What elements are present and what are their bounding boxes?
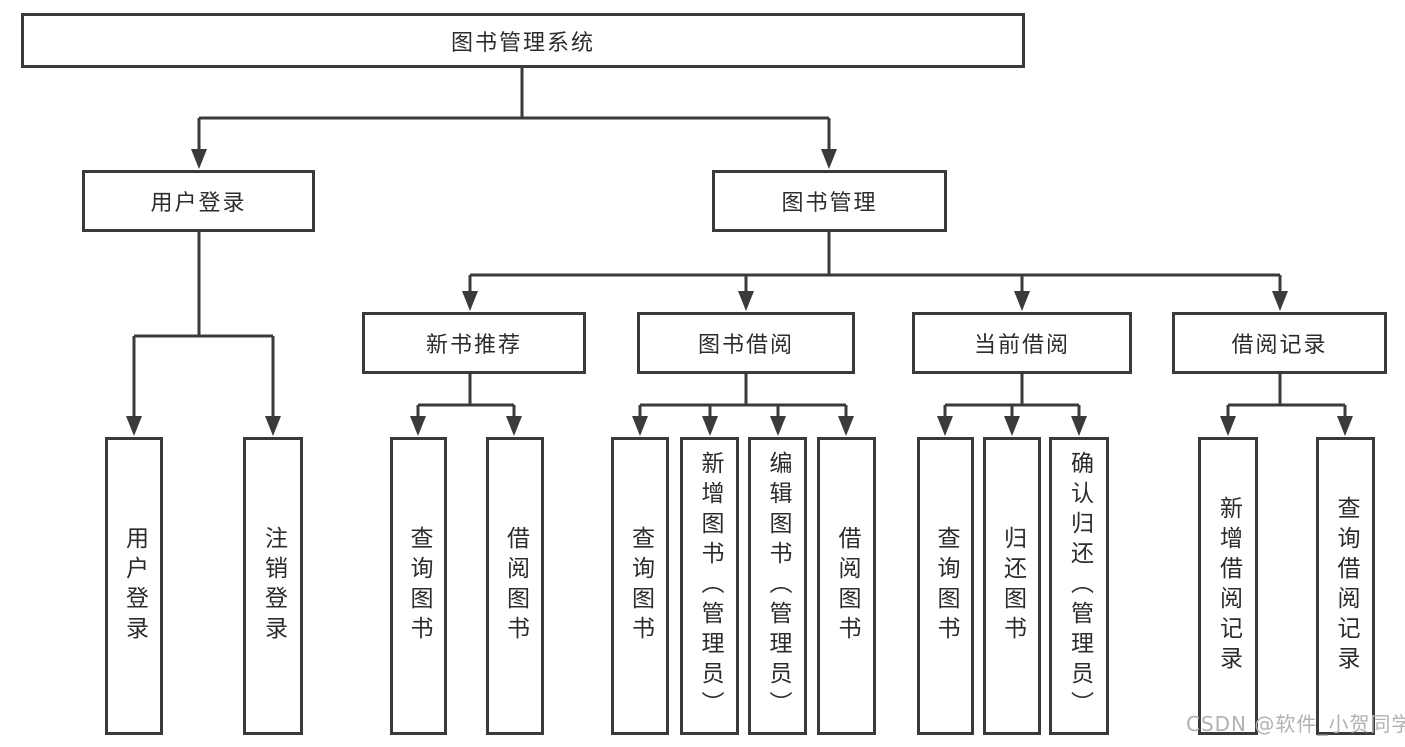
leaf-borrow-books-recommend-label: 借阅图书 [502, 526, 529, 646]
leaf-return-book: 归还图书 [983, 437, 1041, 735]
leaf-query-books-borrowing: 查询图书 [611, 437, 669, 735]
leaf-query-borrow-record-label: 查询借阅记录 [1333, 496, 1359, 676]
node-new-book-recommend: 新书推荐 [362, 312, 586, 374]
leaf-return-book-label: 归还图书 [999, 526, 1026, 646]
node-book-management: 图书管理 [712, 170, 947, 232]
leaf-add-borrow-record: 新增借阅记录 [1198, 437, 1258, 735]
tree-edge-lines [132, 68, 1347, 418]
leaf-edit-book-admin-label: 编辑图书（管理员） [765, 451, 791, 721]
leaf-user-login: 用户登录 [105, 437, 163, 735]
csdn-watermark: CSDN @软件_小贺同学 [1186, 712, 1405, 736]
node-current-borrowing: 当前借阅 [912, 312, 1132, 374]
node-book-borrowing-label: 图书借阅 [697, 333, 794, 358]
leaf-user-login-label: 用户登录 [121, 526, 148, 646]
leaf-query-books-current: 查询图书 [917, 437, 974, 735]
node-borrow-records: 借阅记录 [1172, 312, 1387, 374]
leaf-confirm-return-admin-label: 确认归还（管理员） [1066, 451, 1093, 721]
leaf-edit-book-admin: 编辑图书（管理员） [748, 437, 807, 735]
leaf-borrow-books-recommend: 借阅图书 [486, 437, 544, 735]
leaf-query-books-borrowing-label: 查询图书 [627, 526, 654, 646]
node-book-borrowing: 图书借阅 [637, 312, 855, 374]
leaf-confirm-return-admin: 确认归还（管理员） [1049, 437, 1109, 735]
arrowheads [126, 149, 1353, 436]
leaf-add-book-admin-label: 新增图书（管理员） [697, 451, 723, 721]
leaf-logout-label: 注销登录 [260, 526, 287, 646]
leaf-logout: 注销登录 [243, 437, 303, 735]
leaf-add-borrow-record-label: 新增借阅记录 [1215, 496, 1242, 676]
node-system-root: 图书管理系统 [21, 13, 1025, 68]
leaf-query-books-recommend-label: 查询图书 [406, 526, 432, 646]
leaf-borrow-books-borrowing: 借阅图书 [817, 437, 876, 735]
node-book-management-label: 图书管理 [781, 191, 878, 216]
leaf-query-borrow-record: 查询借阅记录 [1316, 437, 1375, 735]
leaf-query-books-current-label: 查询图书 [933, 526, 959, 646]
node-borrow-records-label: 借阅记录 [1231, 333, 1328, 358]
node-system-root-label: 图书管理系统 [450, 30, 595, 56]
leaf-add-book-admin: 新增图书（管理员） [680, 437, 739, 735]
node-current-borrowing-label: 当前借阅 [973, 333, 1070, 358]
node-user-login-label: 用户登录 [150, 191, 247, 216]
leaf-query-books-recommend: 查询图书 [390, 437, 447, 735]
node-user-login: 用户登录 [82, 170, 315, 232]
leaf-borrow-books-borrowing-label: 借阅图书 [834, 526, 860, 646]
node-new-book-recommend-label: 新书推荐 [425, 333, 522, 358]
